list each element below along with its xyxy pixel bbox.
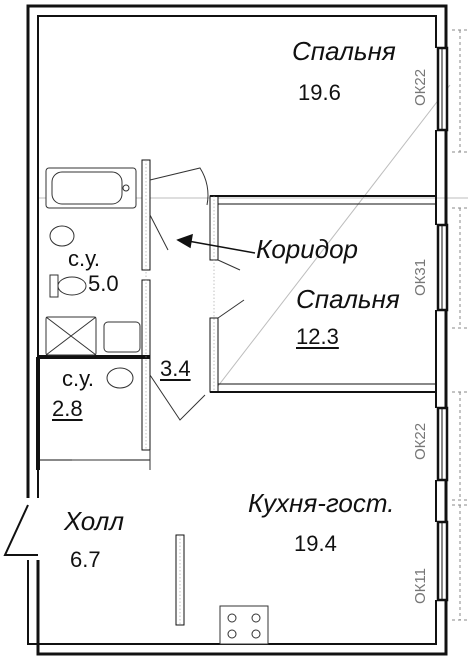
kitchen-area: 19.4 xyxy=(294,531,337,556)
window-label-4: ОК11 xyxy=(412,568,429,604)
corridor-name: Коридор xyxy=(256,234,358,264)
window-label-1: ОК22 xyxy=(412,68,429,106)
wall-hatching xyxy=(145,160,215,625)
bath1-name: с.у. xyxy=(68,246,101,271)
outer-walls xyxy=(26,4,448,656)
corridor-area: 3.4 xyxy=(160,356,191,381)
kitchen-name: Кухня-гост. xyxy=(248,488,395,518)
sink-2 xyxy=(106,367,134,389)
bedroom1-name: Спальня xyxy=(292,36,396,66)
fixtures xyxy=(45,167,269,645)
window-label-2: ОК31 xyxy=(412,258,429,296)
bedroom2-area: 12.3 xyxy=(296,324,339,349)
guide-lines xyxy=(38,84,468,391)
toilet-2 xyxy=(103,321,141,353)
bath2-area: 2.8 xyxy=(52,396,83,421)
doors xyxy=(3,167,245,556)
window-label-3: ОК22 xyxy=(412,422,429,460)
hall-area: 6.7 xyxy=(70,547,101,572)
bath2-name: с.у. xyxy=(62,366,95,391)
bedroom1-area: 19.6 xyxy=(298,80,341,105)
corridor-arrow xyxy=(176,233,256,254)
hall-name: Холл xyxy=(64,506,124,536)
sink-1 xyxy=(49,225,75,247)
toilet-1 xyxy=(57,276,87,296)
bedroom2-name: Спальня xyxy=(296,284,400,314)
bath1-area: 5.0 xyxy=(88,271,119,296)
windows xyxy=(436,29,468,621)
stove xyxy=(219,605,269,645)
toilet-1-tank xyxy=(49,274,59,298)
